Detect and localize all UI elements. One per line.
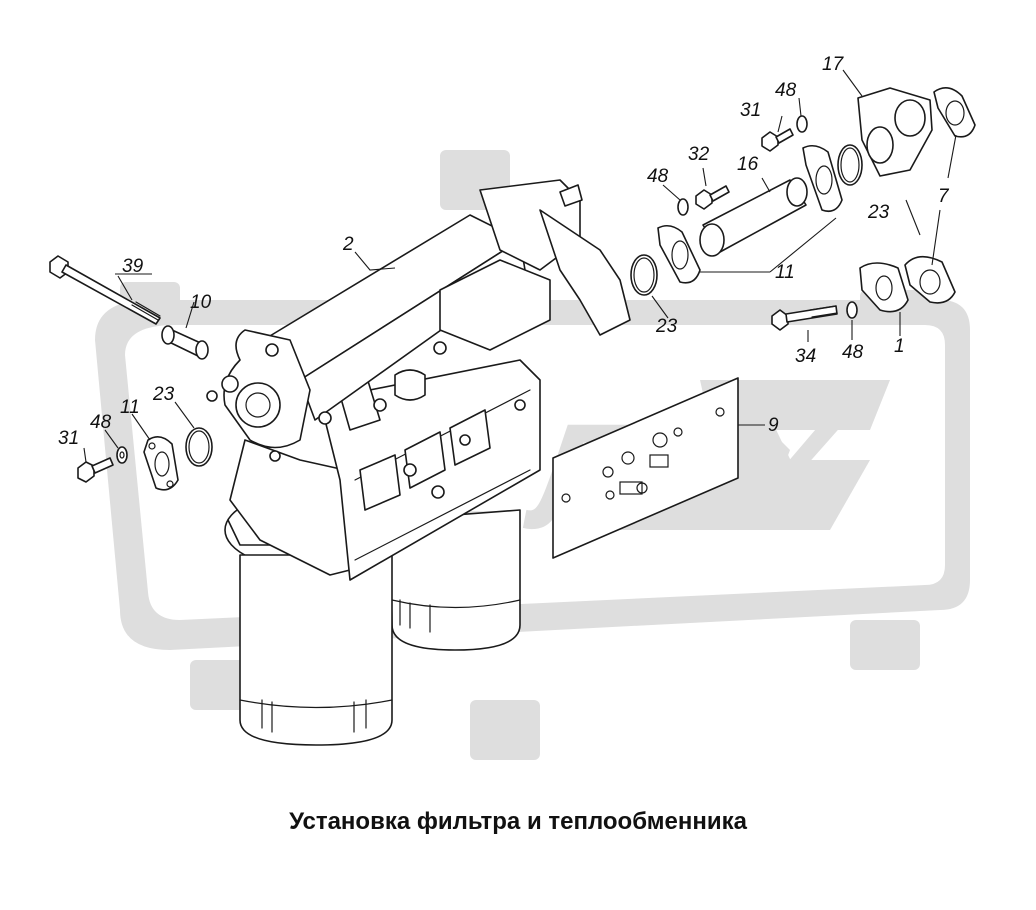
bolt-32: [695, 185, 730, 210]
gasket-plate-9: [552, 377, 739, 559]
flange-gasket-11-right: [657, 224, 701, 284]
callout-9: 9: [768, 415, 779, 436]
left-flange-11: [143, 436, 179, 491]
gasket-7-lower: [904, 255, 956, 304]
callout-10: 10: [190, 292, 212, 313]
filter-canister-right: [389, 509, 521, 651]
callout-48-left: 48: [90, 412, 112, 433]
callout-34: 34: [795, 346, 816, 367]
washer-48-top: [796, 115, 808, 133]
callout-23-right: 23: [867, 202, 890, 223]
callout-2: 2: [342, 234, 354, 255]
callout-16: 16: [737, 154, 759, 175]
washer-48-low: [846, 301, 858, 319]
washer-48-mid: [677, 198, 689, 216]
left-bolt-31: [77, 457, 114, 483]
flange-11-upper: [802, 144, 843, 213]
callout-17: 17: [822, 54, 845, 75]
callout-11-left: 11: [120, 397, 140, 418]
long-bolt-39: [49, 255, 161, 325]
gasket-7-upper: [933, 87, 976, 138]
callout-48-mid: 48: [647, 166, 669, 187]
left-seal-ring-23: [185, 427, 213, 467]
callout-7: 7: [938, 186, 950, 207]
bolt-31-top: [761, 128, 794, 152]
callout-11-right: 11: [775, 262, 795, 283]
elbow-17: [857, 87, 933, 177]
spacer-sleeve-10: [161, 325, 209, 360]
seal-ring-23-upper: [837, 144, 863, 186]
callout-31-top: 31: [740, 100, 761, 121]
left-washer-48: [116, 446, 128, 464]
seal-ring-23-mid: [630, 254, 658, 296]
diagram-caption: Установка фильтра и теплообменника: [289, 808, 747, 835]
callouts: 39 10 2 23 11 48 31 48 31 48 32 16 17 7 …: [58, 54, 950, 449]
callout-48-low: 48: [842, 342, 864, 363]
callout-32: 32: [688, 144, 710, 165]
bolt-34: [771, 305, 838, 331]
callout-48-top: 48: [775, 80, 797, 101]
flange-1: [859, 262, 909, 313]
callout-23-mid: 23: [655, 316, 678, 337]
callout-39: 39: [122, 256, 144, 277]
heat-exchanger-2: [206, 179, 631, 462]
callout-31-left: 31: [58, 428, 79, 449]
leader-lines: [83, 69, 957, 463]
pipe-16: [699, 177, 808, 257]
callout-1: 1: [894, 336, 905, 357]
callout-23-left: 23: [152, 384, 175, 405]
